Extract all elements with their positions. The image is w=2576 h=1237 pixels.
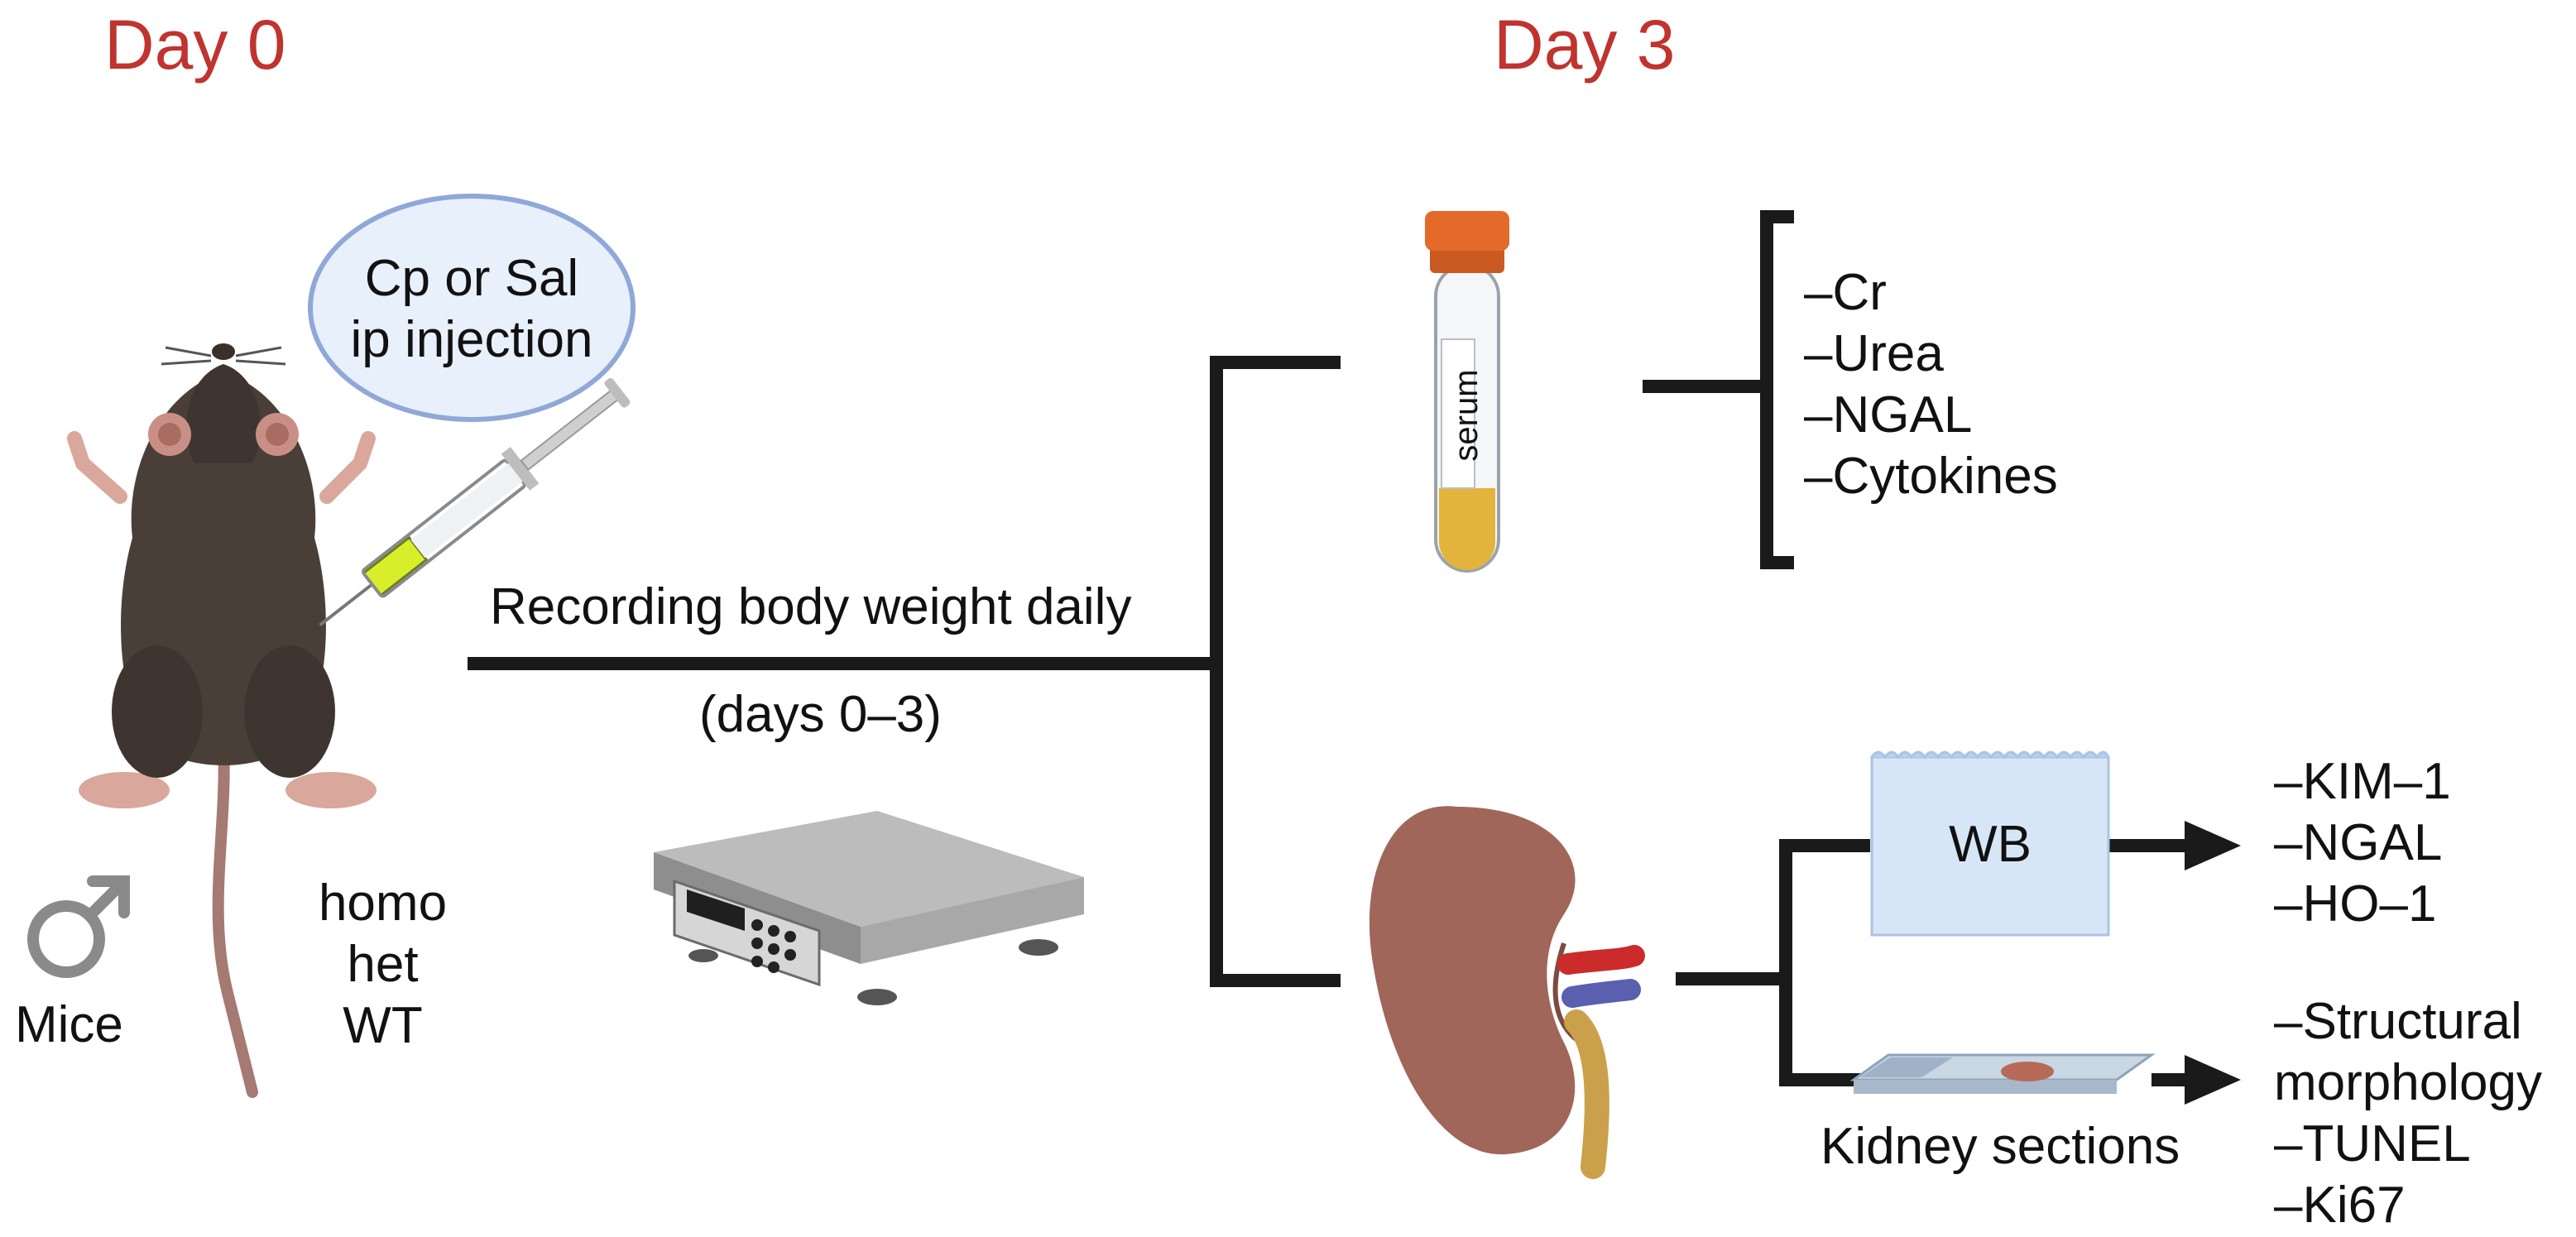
syringe-icon bbox=[319, 377, 631, 627]
serum-output-item: –NGAL bbox=[1804, 386, 1973, 443]
scale-icon bbox=[654, 811, 1084, 1005]
section-output-item: morphology bbox=[2274, 1054, 2542, 1111]
injection-text: Cp or Sal ip injection bbox=[319, 248, 625, 371]
serum-bracket bbox=[1760, 210, 1794, 569]
section-outputs: –Structural morphology –TUNEL –Ki67 bbox=[2274, 991, 2542, 1236]
genotype-item: homo bbox=[318, 875, 448, 932]
day0-label: Day 0 bbox=[104, 6, 286, 84]
wb-outputs: –KIM–1 –NGAL –HO–1 bbox=[2274, 751, 2451, 935]
genotype-item: het bbox=[347, 936, 419, 993]
section-output-item: –TUNEL bbox=[2274, 1115, 2471, 1172]
sections-arrow-icon bbox=[2185, 1055, 2241, 1105]
microscope-slide-icon bbox=[1849, 1053, 2156, 1094]
flow-lines bbox=[468, 210, 2185, 1086]
genotype-list: homo het WT bbox=[294, 873, 472, 1057]
blood-tube-icon bbox=[1425, 211, 1509, 573]
kidney-icon bbox=[1369, 806, 1645, 1179]
serum-tube-label: serum bbox=[1448, 369, 1485, 462]
genotype-item: WT bbox=[343, 997, 423, 1054]
section-output-item: –Structural bbox=[2274, 993, 2522, 1050]
weight-line1: Recording body weight daily bbox=[490, 578, 1132, 635]
mouse-icon bbox=[67, 343, 377, 1098]
wb-membrane-icon bbox=[1870, 750, 2110, 937]
wb-output-item: –KIM–1 bbox=[2274, 753, 2451, 810]
weight-line2: (days 0–3) bbox=[699, 686, 942, 743]
injection-line2: ip injection bbox=[350, 311, 593, 368]
serum-output-item: –Cr bbox=[1804, 264, 1887, 321]
kidney-sections-label: Kidney sections bbox=[1820, 1118, 2180, 1175]
serum-output-item: –Cytokines bbox=[1804, 448, 2058, 505]
section-output-item: –Ki67 bbox=[2274, 1177, 2406, 1234]
male-symbol-icon bbox=[27, 875, 130, 978]
serum-outputs: –Cr –Urea –NGAL –Cytokines bbox=[1804, 262, 2058, 507]
wb-label: WB bbox=[1949, 816, 2032, 873]
mice-label: Mice bbox=[15, 996, 123, 1053]
wb-output-item: –HO–1 bbox=[2274, 875, 2437, 933]
wb-output-item: –NGAL bbox=[2274, 814, 2443, 871]
wb-arrow-icon bbox=[2185, 821, 2241, 870]
injection-bubble bbox=[308, 194, 636, 422]
injection-line1: Cp or Sal bbox=[364, 250, 579, 307]
day3-label: Day 3 bbox=[1494, 6, 1676, 84]
serum-output-item: –Urea bbox=[1804, 325, 1944, 382]
